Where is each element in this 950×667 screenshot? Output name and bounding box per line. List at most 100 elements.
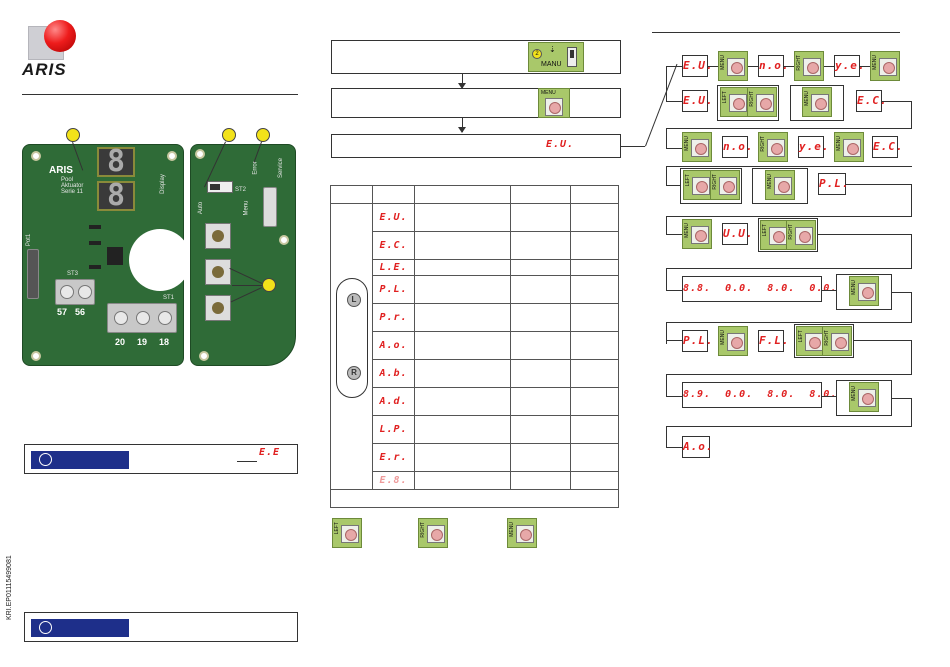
key-cap bbox=[727, 58, 745, 76]
table-cell bbox=[570, 471, 619, 490]
key-label: RIGHT bbox=[788, 224, 794, 240]
flow-line bbox=[666, 426, 912, 427]
flow-display: F.L. bbox=[758, 330, 789, 352]
table-header-cell bbox=[570, 185, 619, 204]
key-cap bbox=[719, 177, 737, 195]
flow-left-key: LEFT bbox=[720, 87, 750, 117]
callout-marker bbox=[66, 128, 80, 142]
key-label: RIGHT bbox=[749, 91, 755, 107]
flow-display: E.C. bbox=[872, 136, 903, 158]
terminal-screw bbox=[136, 311, 150, 325]
flow-right-key: RIGHT bbox=[822, 326, 852, 356]
key-label: LEFT bbox=[798, 330, 804, 343]
flow-menu-key: MENU bbox=[718, 326, 748, 356]
flow-line bbox=[666, 396, 682, 397]
flow-menu-key: MENU bbox=[849, 276, 879, 306]
flow-line bbox=[666, 340, 682, 341]
flow-line bbox=[860, 66, 870, 67]
mount-hole bbox=[279, 235, 289, 245]
terminal-block-small bbox=[55, 279, 95, 305]
note-error-code: E.E bbox=[259, 447, 281, 458]
flow-menu-key: MENU bbox=[765, 170, 795, 200]
table-code-cell: A.b. bbox=[372, 359, 415, 388]
table-code-cell: E.U. bbox=[372, 203, 415, 232]
key-cap bbox=[691, 139, 709, 157]
pcb-button-menu[interactable] bbox=[205, 295, 231, 321]
document-code: KRI.EP01115499081 bbox=[6, 555, 13, 620]
flow-menu-key: MENU bbox=[870, 51, 900, 81]
table-cell bbox=[414, 231, 511, 260]
service-label: Service bbox=[278, 157, 285, 179]
flow-line bbox=[882, 101, 912, 102]
key-cap bbox=[843, 139, 861, 157]
key-label: MENU bbox=[684, 223, 690, 238]
pcb-button-right[interactable] bbox=[205, 259, 231, 285]
flow-line bbox=[911, 101, 912, 128]
flow-line bbox=[666, 166, 667, 186]
terminal-label-18: 18 bbox=[159, 337, 170, 347]
table-cell bbox=[510, 275, 571, 304]
note-header-bar bbox=[31, 619, 129, 637]
table-cell bbox=[510, 259, 571, 276]
aris-logo: ARIS bbox=[22, 18, 84, 79]
flow-line bbox=[911, 184, 912, 216]
key-cap bbox=[545, 98, 563, 116]
table-cell bbox=[414, 471, 511, 490]
table-cell bbox=[570, 387, 619, 416]
legend-right-key: RIGHT bbox=[418, 518, 448, 548]
flow-line bbox=[666, 216, 912, 217]
flow-display: P.L. bbox=[682, 330, 713, 352]
key-label: MENU bbox=[804, 91, 810, 106]
right-header-rule bbox=[652, 32, 900, 33]
menu-label: Menu bbox=[243, 200, 250, 216]
flow-display: E.C. bbox=[856, 90, 887, 112]
step-box-1: 2 ⇣ MANU bbox=[331, 40, 621, 74]
flow-line bbox=[666, 268, 912, 269]
key-cap bbox=[729, 94, 747, 112]
terminal-label-56: 56 bbox=[75, 307, 86, 317]
key-cap bbox=[341, 525, 359, 543]
mount-hole bbox=[167, 151, 177, 161]
manu-label: MANU bbox=[541, 61, 562, 68]
flow-display: P.L. bbox=[818, 173, 849, 195]
flow-display: U.U. bbox=[722, 223, 753, 245]
step3-display-code: E.U. bbox=[546, 139, 575, 150]
seven-segment-digit: 8 bbox=[97, 147, 135, 177]
flow-line bbox=[666, 148, 682, 149]
mount-hole bbox=[199, 351, 209, 361]
logo-ball-icon bbox=[44, 20, 76, 52]
info-circle-icon bbox=[39, 453, 52, 466]
flow-right-key: RIGHT bbox=[786, 220, 816, 250]
pcb-button-left[interactable] bbox=[205, 223, 231, 249]
callout-marker bbox=[222, 128, 236, 142]
left-connector-label: Pot1 bbox=[26, 233, 33, 247]
flow-line bbox=[911, 340, 912, 374]
flow-right-key: RIGHT bbox=[710, 170, 740, 200]
auto-menu-switch[interactable] bbox=[207, 181, 233, 193]
key-label: MENU bbox=[720, 55, 726, 70]
flow-right-key: RIGHT bbox=[747, 87, 777, 117]
key-cap bbox=[516, 525, 534, 543]
table-code-cell: E.8. bbox=[372, 471, 415, 490]
pcb-control-board: Auto Menu ST2 Error Service bbox=[190, 144, 296, 366]
key-label: RIGHT bbox=[712, 174, 718, 190]
menu-code-table: E.U. E.C. L.E. P.L. P.r. A.o. A.b. A.d. bbox=[330, 185, 619, 508]
callout-line bbox=[232, 285, 262, 286]
flow-left-key: LEFT bbox=[796, 326, 826, 356]
flow-menu-key: MENU bbox=[849, 382, 879, 412]
table-cell bbox=[510, 443, 571, 472]
step-number-badge: 2 bbox=[532, 49, 542, 59]
rotate-right-icon: R bbox=[347, 366, 361, 380]
table-cell bbox=[414, 415, 511, 444]
table-cell bbox=[510, 331, 571, 360]
table-code-cell: L.E. bbox=[372, 259, 415, 276]
table-cell bbox=[414, 331, 511, 360]
mount-hole bbox=[195, 149, 205, 159]
table-code-cell: P.L. bbox=[372, 275, 415, 304]
connector-line bbox=[645, 63, 678, 147]
flow-sequence-display: 8.9. 0.0. 8.0. 8.0. 0.8. bbox=[682, 382, 879, 408]
manual-switch-illustration: 2 ⇣ MANU bbox=[528, 42, 584, 72]
table-cell bbox=[570, 231, 619, 260]
step-box-2: MENU bbox=[331, 88, 621, 118]
key-cap bbox=[803, 58, 821, 76]
